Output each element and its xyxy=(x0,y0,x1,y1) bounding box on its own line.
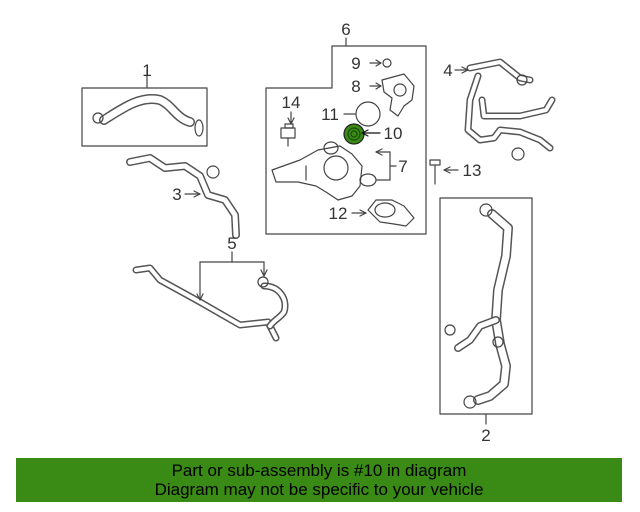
part-7-gasket xyxy=(359,173,377,187)
part-2-group[interactable] xyxy=(439,197,533,425)
part-6-box xyxy=(265,45,427,235)
part-12-outlet xyxy=(367,199,415,227)
callout-12: 12 xyxy=(329,204,348,223)
part-10-thermostat[interactable] xyxy=(343,123,365,145)
info-banner-line-1: Part or sub-assembly is #10 in diagram xyxy=(171,461,467,480)
part-14-sensor xyxy=(280,111,296,147)
callout-4: 4 xyxy=(443,61,452,80)
callout-6: 6 xyxy=(341,20,350,39)
callout-1: 1 xyxy=(142,61,151,80)
part-5-group[interactable] xyxy=(132,251,289,342)
parts-diagram: 1 2 3 4 5 6 7 8 9 10 11 12 13 14 xyxy=(81,20,556,445)
part-1-clamp-right xyxy=(194,119,204,137)
callout-10: 10 xyxy=(384,124,403,143)
part-11-gasket xyxy=(355,101,381,127)
callout-14: 14 xyxy=(282,93,301,112)
part-1-box xyxy=(81,87,208,147)
info-banner-line-2: Diagram may not be specific to your vehi… xyxy=(154,480,484,499)
part-1-clamp-left xyxy=(92,112,104,124)
part-5-clamp xyxy=(257,276,269,288)
part-3-group[interactable] xyxy=(126,154,240,239)
part-seal-small xyxy=(323,141,339,155)
part-2-box xyxy=(439,197,533,415)
part-8-housing xyxy=(381,73,415,117)
callout-11: 11 xyxy=(321,105,339,124)
part-4-group[interactable] xyxy=(454,58,556,161)
callout-13: 13 xyxy=(463,161,482,180)
part-9-bolt xyxy=(382,58,392,68)
part-3-clamp xyxy=(206,165,220,179)
callout-9: 9 xyxy=(351,54,360,73)
callout-3: 3 xyxy=(172,185,181,204)
part-1-group[interactable] xyxy=(81,69,208,147)
part-6-group[interactable] xyxy=(265,37,427,235)
part-13-bolt[interactable] xyxy=(429,159,459,185)
part-4-pipe xyxy=(464,58,556,152)
callout-2: 2 xyxy=(481,426,490,445)
part-6-main-housing xyxy=(271,145,363,201)
info-banner: Part or sub-assembly is #10 in diagram D… xyxy=(16,458,622,502)
callout-8: 8 xyxy=(351,77,360,96)
callout-7: 7 xyxy=(398,157,407,176)
callout-5: 5 xyxy=(227,234,236,253)
